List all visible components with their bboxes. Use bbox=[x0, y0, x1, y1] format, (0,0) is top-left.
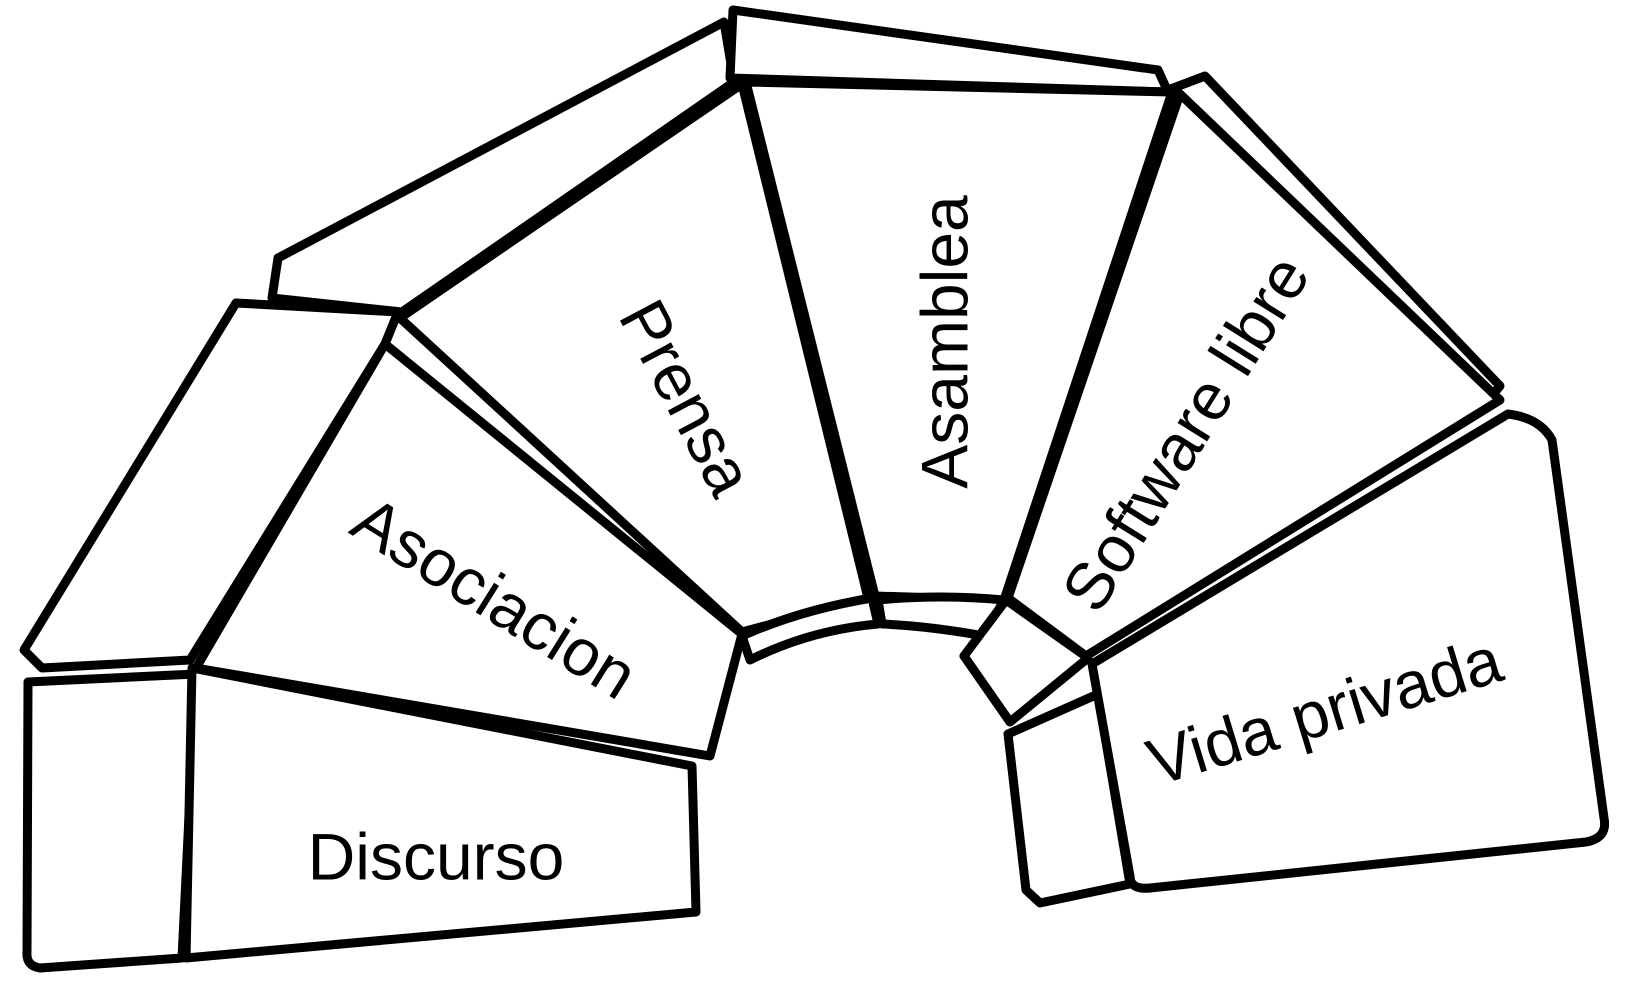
inner-arch bbox=[737, 592, 1093, 727]
outer-block-left-end bbox=[22, 669, 201, 973]
label-discurso: Discurso bbox=[308, 819, 565, 893]
inner-arch-right-piece bbox=[959, 595, 1093, 727]
label-asamblea: Asamblea bbox=[907, 195, 981, 489]
outer-block-right-end bbox=[1003, 689, 1135, 908]
inner-ring bbox=[181, 77, 1610, 963]
segment-discurso bbox=[181, 663, 701, 963]
segment-vida-privada bbox=[1087, 409, 1610, 893]
